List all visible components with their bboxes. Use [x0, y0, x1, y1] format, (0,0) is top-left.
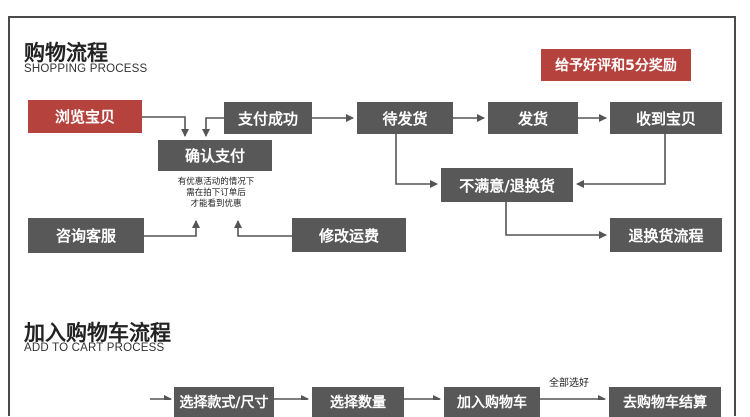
select-all-label: 全部选好: [549, 378, 589, 389]
shopping-process-subtitle: SHOPPING PROCESS: [24, 63, 148, 75]
arrow-pay-to-confirm: [202, 117, 224, 137]
step-return-process: 退换货流程: [610, 218, 722, 252]
discount-note-line: 有优惠活动的情况下: [177, 177, 255, 187]
step-modify-shipping: 修改运费: [292, 218, 406, 252]
discount-note: 有优惠活动的情况下 需在拍下订单后 才能看到优惠: [156, 177, 276, 210]
arrow-browse-to-confirm: [142, 116, 189, 137]
step-ship: 发货: [488, 102, 578, 134]
step-receive: 收到宝贝: [610, 102, 722, 134]
discount-note-line: 才能看到优惠: [190, 199, 242, 209]
arrow-consult-to-confirm: [144, 220, 200, 237]
arrow-unsatisfied-to-return: [505, 202, 607, 239]
discount-note-line: 需在拍下订单后: [186, 188, 246, 198]
step-browse: 浏览宝贝: [28, 100, 142, 133]
step-await-ship: 待发货: [357, 102, 453, 134]
reward-badge: 给予好评和5分奖励: [541, 49, 691, 81]
cart-process-title: 加入购物车流程: [24, 321, 171, 345]
step-consult-service: 咨询客服: [28, 218, 144, 253]
content-frame: [8, 16, 736, 416]
step-confirm-pay: 确认支付: [158, 140, 272, 171]
arrow-await-to-unsatisfied: [395, 134, 438, 188]
shopping-process-title: 购物流程: [24, 41, 108, 65]
cart-process-subtitle: ADD TO CART PROCESS: [24, 342, 165, 354]
arrow-modify-to-confirm: [234, 220, 292, 237]
arrow-receive-to-unsatisfied: [576, 134, 666, 188]
flow-arrows: [142, 114, 666, 400]
step-pay-success: 支付成功: [224, 102, 312, 134]
step-unsatisfied-return: 不满意/退换货: [441, 168, 573, 202]
